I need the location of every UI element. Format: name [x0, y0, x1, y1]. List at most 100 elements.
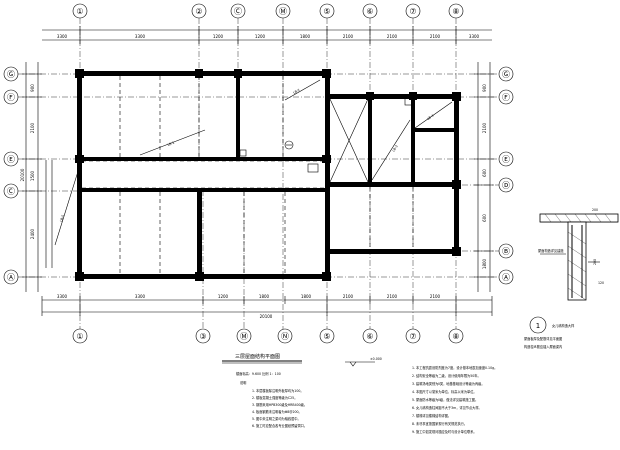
svg-text:Ⓐ: Ⓐ	[502, 273, 510, 282]
right-grid-bubbles: Ⓖ Ⓕ Ⓔ Ⓓ Ⓑ Ⓐ	[498, 66, 514, 285]
svg-text:4. 板面钢筋未注明者为Φ8@200。: 4. 板面钢筋未注明者为Φ8@200。	[252, 409, 302, 414]
dim-bottom-2: 3300	[135, 294, 146, 299]
svg-text:Ⓜ: Ⓜ	[240, 332, 248, 341]
grid-bubble-left-e: Ⓔ	[3, 151, 19, 167]
dim-left-4: 2400	[30, 228, 35, 239]
grid-bubble-left-c: Ⓒ	[3, 183, 19, 199]
svg-text:1. 本工程抗震设防烈度为7度，设计基本地震加速度0.10g: 1. 本工程抗震设防烈度为7度，设计基本地震加速度0.10g。	[412, 365, 497, 370]
svg-text:①: ①	[76, 7, 83, 16]
dim-bottom-3: 1200	[218, 294, 229, 299]
svg-text:⑧: ⑧	[452, 332, 459, 341]
plan-title-block: 三层屋面结构平面图 楼面标高：9.600 比例 1：100 ±0.000	[222, 353, 382, 376]
svg-text:Ⓖ: Ⓖ	[502, 70, 510, 79]
dim-bottom-4: 1800	[259, 294, 270, 299]
svg-text:4. 本图尺寸以毫米为单位，标高以米为单位。: 4. 本图尺寸以毫米为单位，标高以米为单位。	[412, 389, 477, 394]
grid-bubble-right-f: Ⓕ	[498, 89, 514, 105]
svg-text:Ⓔ: Ⓔ	[502, 155, 510, 164]
svg-text:③: ③	[199, 332, 206, 341]
svg-text:⑥: ⑥	[366, 7, 373, 16]
svg-text:5. 屋面防水等级为Ⅱ级，做法详见建筑施工图。: 5. 屋面防水等级为Ⅱ级，做法详见建筑施工图。	[412, 397, 478, 402]
misc-symbols	[45, 96, 414, 268]
svg-text:2. 结构安全等级为二级，设计使用年限为50年。: 2. 结构安全等级为二级，设计使用年限为50年。	[412, 373, 481, 378]
svg-text:3. 建筑场地类别为Ⅱ类，地基基础设计等级为丙级。: 3. 建筑场地类别为Ⅱ类，地基基础设计等级为丙级。	[412, 381, 485, 386]
svg-text:Ⓓ: Ⓓ	[502, 181, 510, 190]
svg-text:Ⓑ: Ⓑ	[502, 247, 510, 256]
detail-dim-1: 200	[593, 259, 597, 265]
dim-top-7: 2100	[387, 34, 398, 39]
grid-bubble-top-3: Ⓒ	[230, 3, 246, 19]
detail-caption-2: 构造柱纵筋应锚入屋面梁内	[524, 344, 562, 349]
svg-text:⑦: ⑦	[409, 332, 416, 341]
dim-right-1: 900	[482, 84, 487, 92]
svg-text:Ⓐ: Ⓐ	[7, 273, 15, 282]
detail-dim-2: 120	[598, 281, 604, 285]
dim-left-2: 2100	[30, 122, 35, 133]
dim-top-6: 2100	[343, 34, 354, 39]
svg-text:Ⓔ: Ⓔ	[7, 155, 15, 164]
grid-bubble-bottom-5: ⑤	[319, 328, 335, 344]
dim-left-total: 20100	[20, 168, 25, 181]
wall-outline	[75, 69, 461, 281]
stair-opening	[329, 98, 369, 183]
grid-bubble-top-1: ①	[72, 3, 88, 19]
left-grid-bubbles: Ⓖ Ⓕ Ⓔ Ⓒ Ⓐ	[3, 66, 19, 285]
dim-right-5: 1800	[482, 258, 487, 269]
grid-bubble-bottom-3: Ⓜ	[236, 328, 252, 344]
dim-bottom-6: 2100	[343, 294, 354, 299]
grid-bubble-bottom-2: ③	[195, 328, 211, 344]
dim-top-4: 1200	[255, 34, 266, 39]
svg-text:Ⓒ: Ⓒ	[7, 187, 15, 196]
svg-text:Ⓜ: Ⓜ	[279, 7, 287, 16]
slab-label-3: LB-3	[391, 144, 398, 152]
plan-subtitle: 楼面标高：9.600 比例 1：100	[236, 371, 281, 376]
dim-top-9: 3300	[469, 34, 480, 39]
slab-label-2: LB-2	[293, 88, 301, 95]
dim-top-8: 2100	[430, 34, 441, 39]
svg-text:9. 施工中如发现问题应及时与设计单位联系。: 9. 施工中如发现问题应及时与设计单位联系。	[412, 429, 477, 434]
grid-lines	[18, 18, 499, 329]
svg-text:⑧: ⑧	[452, 7, 459, 16]
detail-top-label: 200	[592, 208, 598, 212]
grid-bubble-left-a: Ⓐ	[3, 269, 19, 285]
grid-bubble-bottom-1: ①	[72, 328, 88, 344]
svg-text:①: ①	[76, 332, 83, 341]
dim-top-1: 3300	[57, 34, 68, 39]
svg-text:6. 女儿墙构造柱间距不大于3m，详见节点大样。: 6. 女儿墙构造柱间距不大于3m，详见节点大样。	[412, 405, 482, 410]
slab-label-5: LB-5	[59, 214, 65, 222]
svg-text:Ⓖ: Ⓖ	[7, 70, 15, 79]
dim-right-4: 600	[482, 214, 487, 222]
dim-top-5: 1800	[300, 34, 311, 39]
notes-left: 说明 1. 本层楼板除注明外板厚均为100。 2. 楼板混凝土强度等级为C25。…	[240, 380, 307, 428]
dim-left-1: 900	[30, 84, 35, 92]
dim-left-3: 1500	[30, 170, 35, 181]
grid-bubble-bottom-7: ⑦	[405, 328, 421, 344]
dim-bottom-total: 20100	[260, 314, 273, 319]
grid-bubble-left-g: Ⓖ	[3, 66, 19, 82]
right-dimension-chain: 900 2100 600 600 1800	[474, 62, 494, 292]
grid-bubble-right-g: Ⓖ	[498, 66, 514, 82]
dim-bottom-1: 3300	[57, 294, 68, 299]
grid-bubble-top-7: ⑦	[405, 3, 421, 19]
slab-leaders: LB-1 LB-2 LB-3 LB-4 LB-5	[54, 79, 453, 246]
svg-text:Ⓝ: Ⓝ	[281, 332, 289, 341]
svg-text:⑦: ⑦	[409, 7, 416, 16]
elevation-mark: ±0.000	[370, 357, 382, 361]
grid-bubble-top-4: Ⓜ	[275, 3, 291, 19]
dim-top-2: 3300	[135, 34, 146, 39]
svg-text:2. 楼板混凝土强度等级为C25。: 2. 楼板混凝土强度等级为C25。	[252, 395, 297, 400]
grid-bubble-top-2: ②	[191, 3, 207, 19]
dim-right-2: 2100	[482, 122, 487, 133]
grid-bubble-top-8: ⑧	[448, 3, 464, 19]
detail-leader-text: 屋面构造详见建施	[538, 248, 564, 253]
detail-caption-0: 女儿墙构造大样	[552, 323, 575, 328]
detail-caption-1: 屋面板厚及配筋详见平面图	[524, 336, 562, 341]
slab-label-1: LB-1	[167, 141, 175, 147]
notes-right: 1. 本工程抗震设防烈度为7度，设计基本地震加速度0.10g。 2. 结构安全等…	[412, 365, 497, 434]
left-dimension-chain: 900 2100 1500 2400 20100	[20, 62, 42, 292]
svg-text:Ⓕ: Ⓕ	[502, 93, 510, 102]
secondary-beams	[82, 76, 414, 274]
grid-bubble-right-a: Ⓐ	[498, 269, 514, 285]
parapet-detail: 200 屋面构造详见建施 200 120 1 女儿墙构造大样 屋面板厚及配筋详见…	[524, 208, 619, 349]
svg-text:3. 钢筋采用HPB300级及HRB400级。: 3. 钢筋采用HPB300级及HRB400级。	[252, 402, 307, 407]
